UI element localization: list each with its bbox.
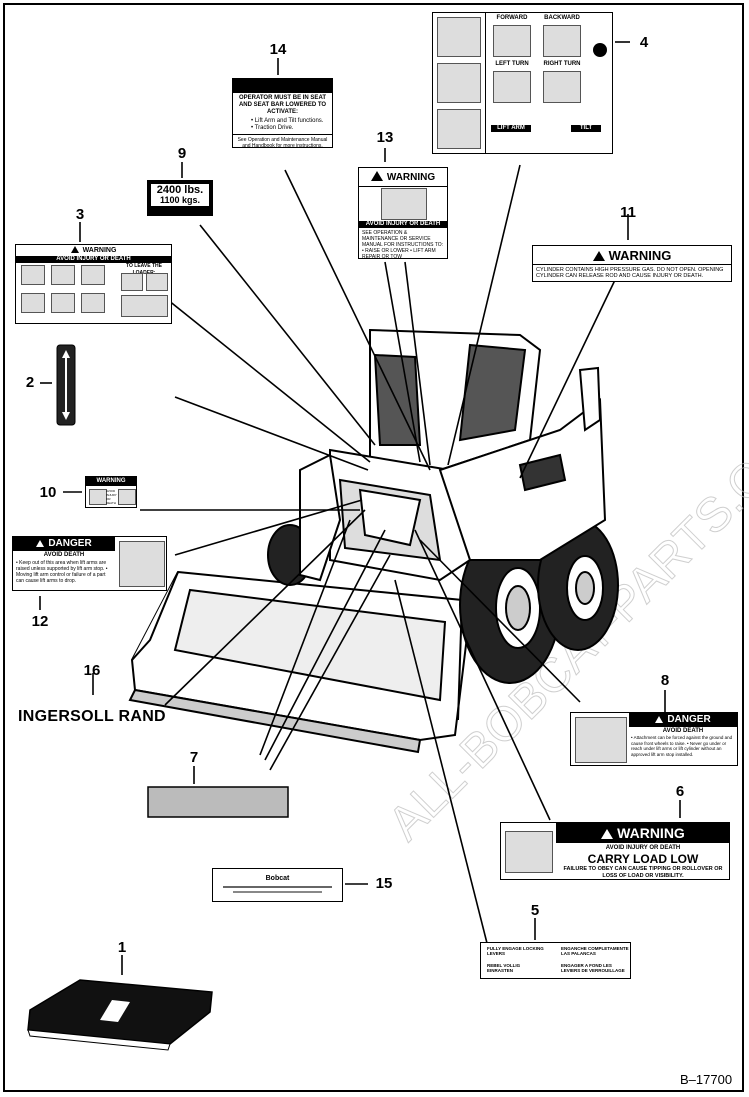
decal-14-bullet-2: • Traction Drive. — [251, 125, 294, 131]
decal-13-text: SEE OPERATION & MAINTENANCE OR SERVICE M… — [362, 230, 444, 259]
decal-3: WARNING AVOID INJURY OR DEATH TO LEAVE T… — [15, 244, 172, 324]
decal-14-bullet-1: • Lift Arm and Tilt functions. — [251, 118, 324, 124]
decal-10-text: AVOID INJURY OR DEATH — [106, 489, 117, 505]
bucket — [128, 570, 472, 754]
decal-2-strip — [56, 344, 76, 426]
decal-11-header: WARNING — [608, 248, 672, 263]
warning-triangle-icon — [370, 171, 383, 181]
decal-7-texture — [147, 786, 289, 818]
decal-3-sub: AVOID INJURY OR DEATH — [16, 256, 171, 263]
decal-11-text: CYLINDER CONTAINS HIGH PRESSURE GAS. DO … — [536, 267, 724, 279]
decal-1-pad — [27, 979, 213, 1051]
decal-9: 2400 lbs. 1100 kgs. — [147, 180, 213, 216]
decal-13-header: WARNING — [386, 172, 436, 183]
decal-13-sub: AVOID INJURY OR DEATH — [359, 221, 447, 228]
decal-4: FORWARD BACKWARD LEFT TURN RIGHT TURN LI… — [432, 12, 613, 154]
decal-5-fr: ENGAGER A FOND LES LEVIERS DE VERROUILLA… — [561, 963, 625, 973]
callout-11: 11 — [620, 204, 636, 221]
decal-5-de: REBEL VOLLIG EINRASTEN — [487, 963, 521, 973]
brand-label: INGERSOLL RAND — [18, 708, 166, 725]
decal-5-en: FULLY ENGAGE LOCKING LEVERS — [487, 946, 544, 956]
figure-reference: B–17700 — [680, 1072, 733, 1087]
warning-triangle-icon — [601, 829, 614, 839]
leader-lines — [39, 41, 681, 975]
decal-3-side: TO LEAVE THE LOADER: — [126, 263, 162, 276]
warning-triangle-icon — [70, 246, 79, 253]
callout-16: 16 — [83, 662, 101, 679]
decal-6: WARNING AVOID INJURY OR DEATH CARRY LOAD… — [500, 822, 730, 880]
decal-12-sub: AVOID DEATH — [43, 552, 85, 558]
warning-triangle-icon — [36, 540, 45, 547]
decal-4-backward: BACKWARD — [544, 15, 580, 21]
decal-8-header: DANGER — [667, 714, 711, 725]
decal-5-es: ENGANCHE COMPLETAMENTE LAS PALANCAS — [561, 946, 629, 956]
decal-6-header: WARNING — [617, 825, 685, 841]
decal-11: WARNING CYLINDER CONTAINS HIGH PRESSURE … — [532, 245, 732, 282]
warning-triangle-icon — [592, 251, 605, 261]
decal-12: DANGER AVOID DEATH • Keep out of this ar… — [12, 536, 167, 591]
callout-2: 2 — [25, 374, 35, 391]
callout-15: 15 — [375, 875, 393, 892]
decal-12-header: DANGER — [48, 538, 92, 549]
decal-6-sub: AVOID INJURY OR DEATH — [605, 845, 681, 851]
decal-10-header: WARNING — [86, 477, 136, 486]
decal-15-text: Bobcat — [265, 875, 290, 882]
decal-6-text: FAILURE TO OBEY CAN CAUSE TIPPING OR ROL… — [563, 866, 723, 879]
decal-12-text: • Keep out of this area when lift arms a… — [16, 560, 108, 584]
callout-12: 12 — [31, 613, 49, 630]
callout-8: 8 — [660, 672, 670, 689]
decal-8-text: • Attachment can be forced against the g… — [631, 735, 733, 757]
decal-4-forward: FORWARD — [496, 15, 528, 21]
callout-9: 9 — [177, 145, 187, 162]
decal-14: OPERATOR MUST BE IN SEAT AND SEAT BAR LO… — [232, 78, 333, 148]
decal-10: WARNING AVOID INJURY OR DEATH — [85, 476, 137, 508]
decal-15: Bobcat — [212, 868, 343, 902]
callout-6: 6 — [675, 783, 685, 800]
decal-4-tilt: TILT — [571, 125, 601, 132]
decal-6-title: CARRY LOAD LOW — [587, 852, 699, 866]
callout-1: 1 — [117, 939, 127, 956]
decal-4-lift-arm: LIFT ARM — [491, 125, 531, 132]
decal-3-header: WARNING — [82, 247, 117, 254]
figure-frame — [3, 3, 744, 1092]
lift-arms — [299, 366, 607, 582]
decal-5: FULLY ENGAGE LOCKING LEVERS ENGANCHE COM… — [480, 942, 631, 979]
callout-4: 4 — [639, 34, 649, 51]
decal-9-kgs: 1100 kgs. — [159, 195, 201, 205]
callout-7: 7 — [189, 749, 199, 766]
decal-4-right-turn: RIGHT TURN — [543, 61, 581, 67]
callout-10: 10 — [39, 484, 57, 501]
decal-8: DANGER AVOID DEATH • Attachment can be f… — [570, 712, 738, 766]
callout-5: 5 — [530, 902, 540, 919]
decal-4-left-turn: LEFT TURN — [495, 61, 529, 67]
warning-triangle-icon — [655, 716, 664, 723]
decal-14-text: OPERATOR MUST BE IN SEAT AND SEAT BAR LO… — [238, 95, 327, 115]
decal-13: WARNING AVOID INJURY OR DEATH SEE OPERAT… — [358, 167, 448, 259]
decal-8-sub: AVOID DEATH — [662, 728, 704, 734]
decal-9-lbs: 2400 lbs. — [156, 184, 204, 196]
callout-14: 14 — [269, 41, 287, 58]
callout-13: 13 — [376, 129, 394, 146]
tires — [267, 519, 619, 684]
callout-3: 3 — [75, 206, 85, 223]
decal-14-footer: See Operation and Maintenance Manual and… — [233, 134, 332, 147]
